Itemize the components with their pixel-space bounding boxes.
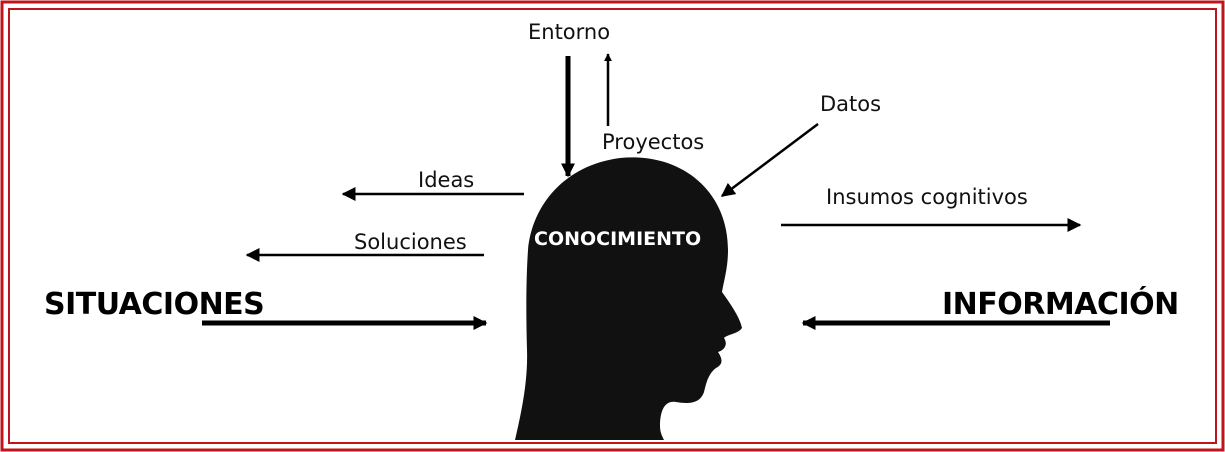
- label-insumos-cognitivos: Insumos cognitivos: [826, 185, 1028, 209]
- label-soluciones: Soluciones: [354, 230, 467, 254]
- label-conocimiento: CONOCIMIENTO: [534, 228, 702, 250]
- label-proyectos: Proyectos: [602, 130, 705, 154]
- label-datos: Datos: [820, 92, 882, 116]
- title-situaciones: SITUACIONES: [44, 287, 265, 322]
- head-silhouette: [515, 157, 742, 440]
- title-informacion: INFORMACIÓN: [942, 287, 1179, 322]
- label-entorno: Entorno: [528, 20, 611, 44]
- label-ideas: Ideas: [418, 168, 475, 192]
- arrow-datos-in: [720, 123, 819, 197]
